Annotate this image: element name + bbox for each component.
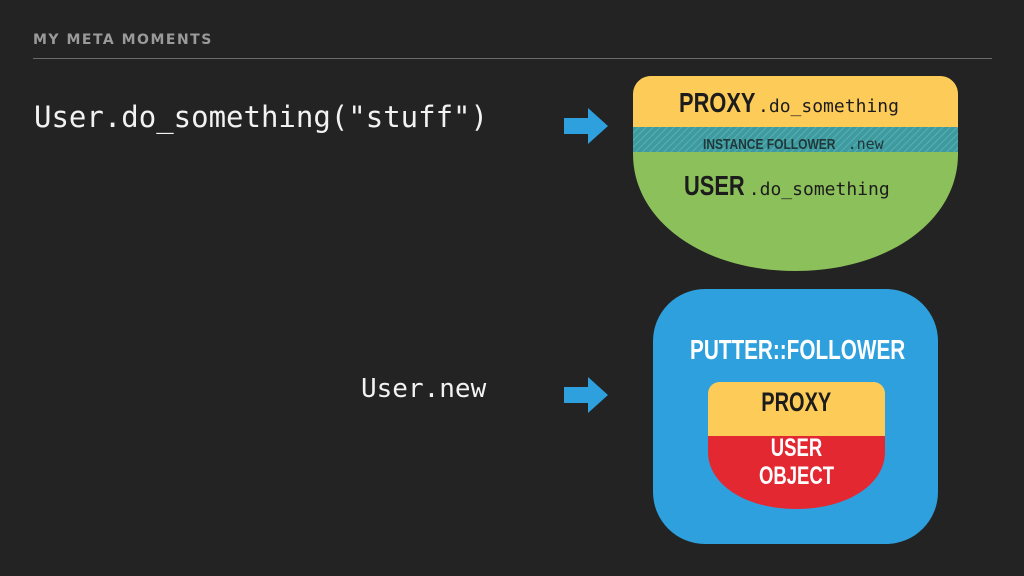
user-word: USER xyxy=(684,170,745,201)
inner-user-object-label: USER OBJECT xyxy=(758,434,835,490)
user-do-something-label: USER.do_something xyxy=(684,169,890,202)
proxy-do-something-label: PROXY.do_something xyxy=(679,86,899,119)
putter-follower-title: PUTTER::FOLLOWER xyxy=(690,334,906,365)
arrow-right-icon xyxy=(562,375,610,415)
proxy-method: .do_something xyxy=(758,96,899,117)
slide-header: MY META MOMENTS xyxy=(33,32,213,48)
instance-word: INSTANCE FOLLOWER xyxy=(703,136,836,153)
arrow-right-icon xyxy=(562,106,610,146)
inner-proxy-label: PROXY xyxy=(761,387,832,417)
user-method: .do_something xyxy=(748,179,890,200)
header-divider xyxy=(33,58,992,59)
code-call-new: User.new xyxy=(361,374,487,404)
instance-follower-label: INSTANCE FOLLOWER .new xyxy=(703,135,884,153)
code-call-do-something: User.do_something("stuff") xyxy=(34,100,488,134)
proxy-user-stack: PROXY.do_something INSTANCE FOLLOWER .ne… xyxy=(633,76,958,271)
instance-method: .new xyxy=(838,135,884,153)
putter-follower-box: PUTTER::FOLLOWER PROXY USER OBJECT xyxy=(653,289,938,544)
proxy-word: PROXY xyxy=(679,87,756,118)
proxy-user-object-shape: PROXY USER OBJECT xyxy=(708,382,885,509)
